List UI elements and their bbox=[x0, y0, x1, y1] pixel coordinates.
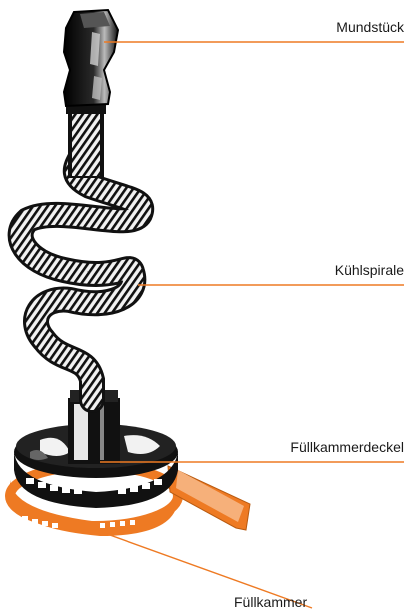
chamber-tab bbox=[168, 466, 250, 530]
label-chamber: Füllkammer bbox=[234, 594, 307, 610]
label-chamber-lid: Füllkammerdeckel bbox=[290, 439, 404, 455]
label-cooling-coil: Kühlspirale bbox=[335, 262, 404, 278]
mouthpiece-part bbox=[64, 10, 118, 106]
cooling-coil-part bbox=[21, 104, 142, 400]
label-mouthpiece: Mundstück bbox=[336, 19, 404, 35]
